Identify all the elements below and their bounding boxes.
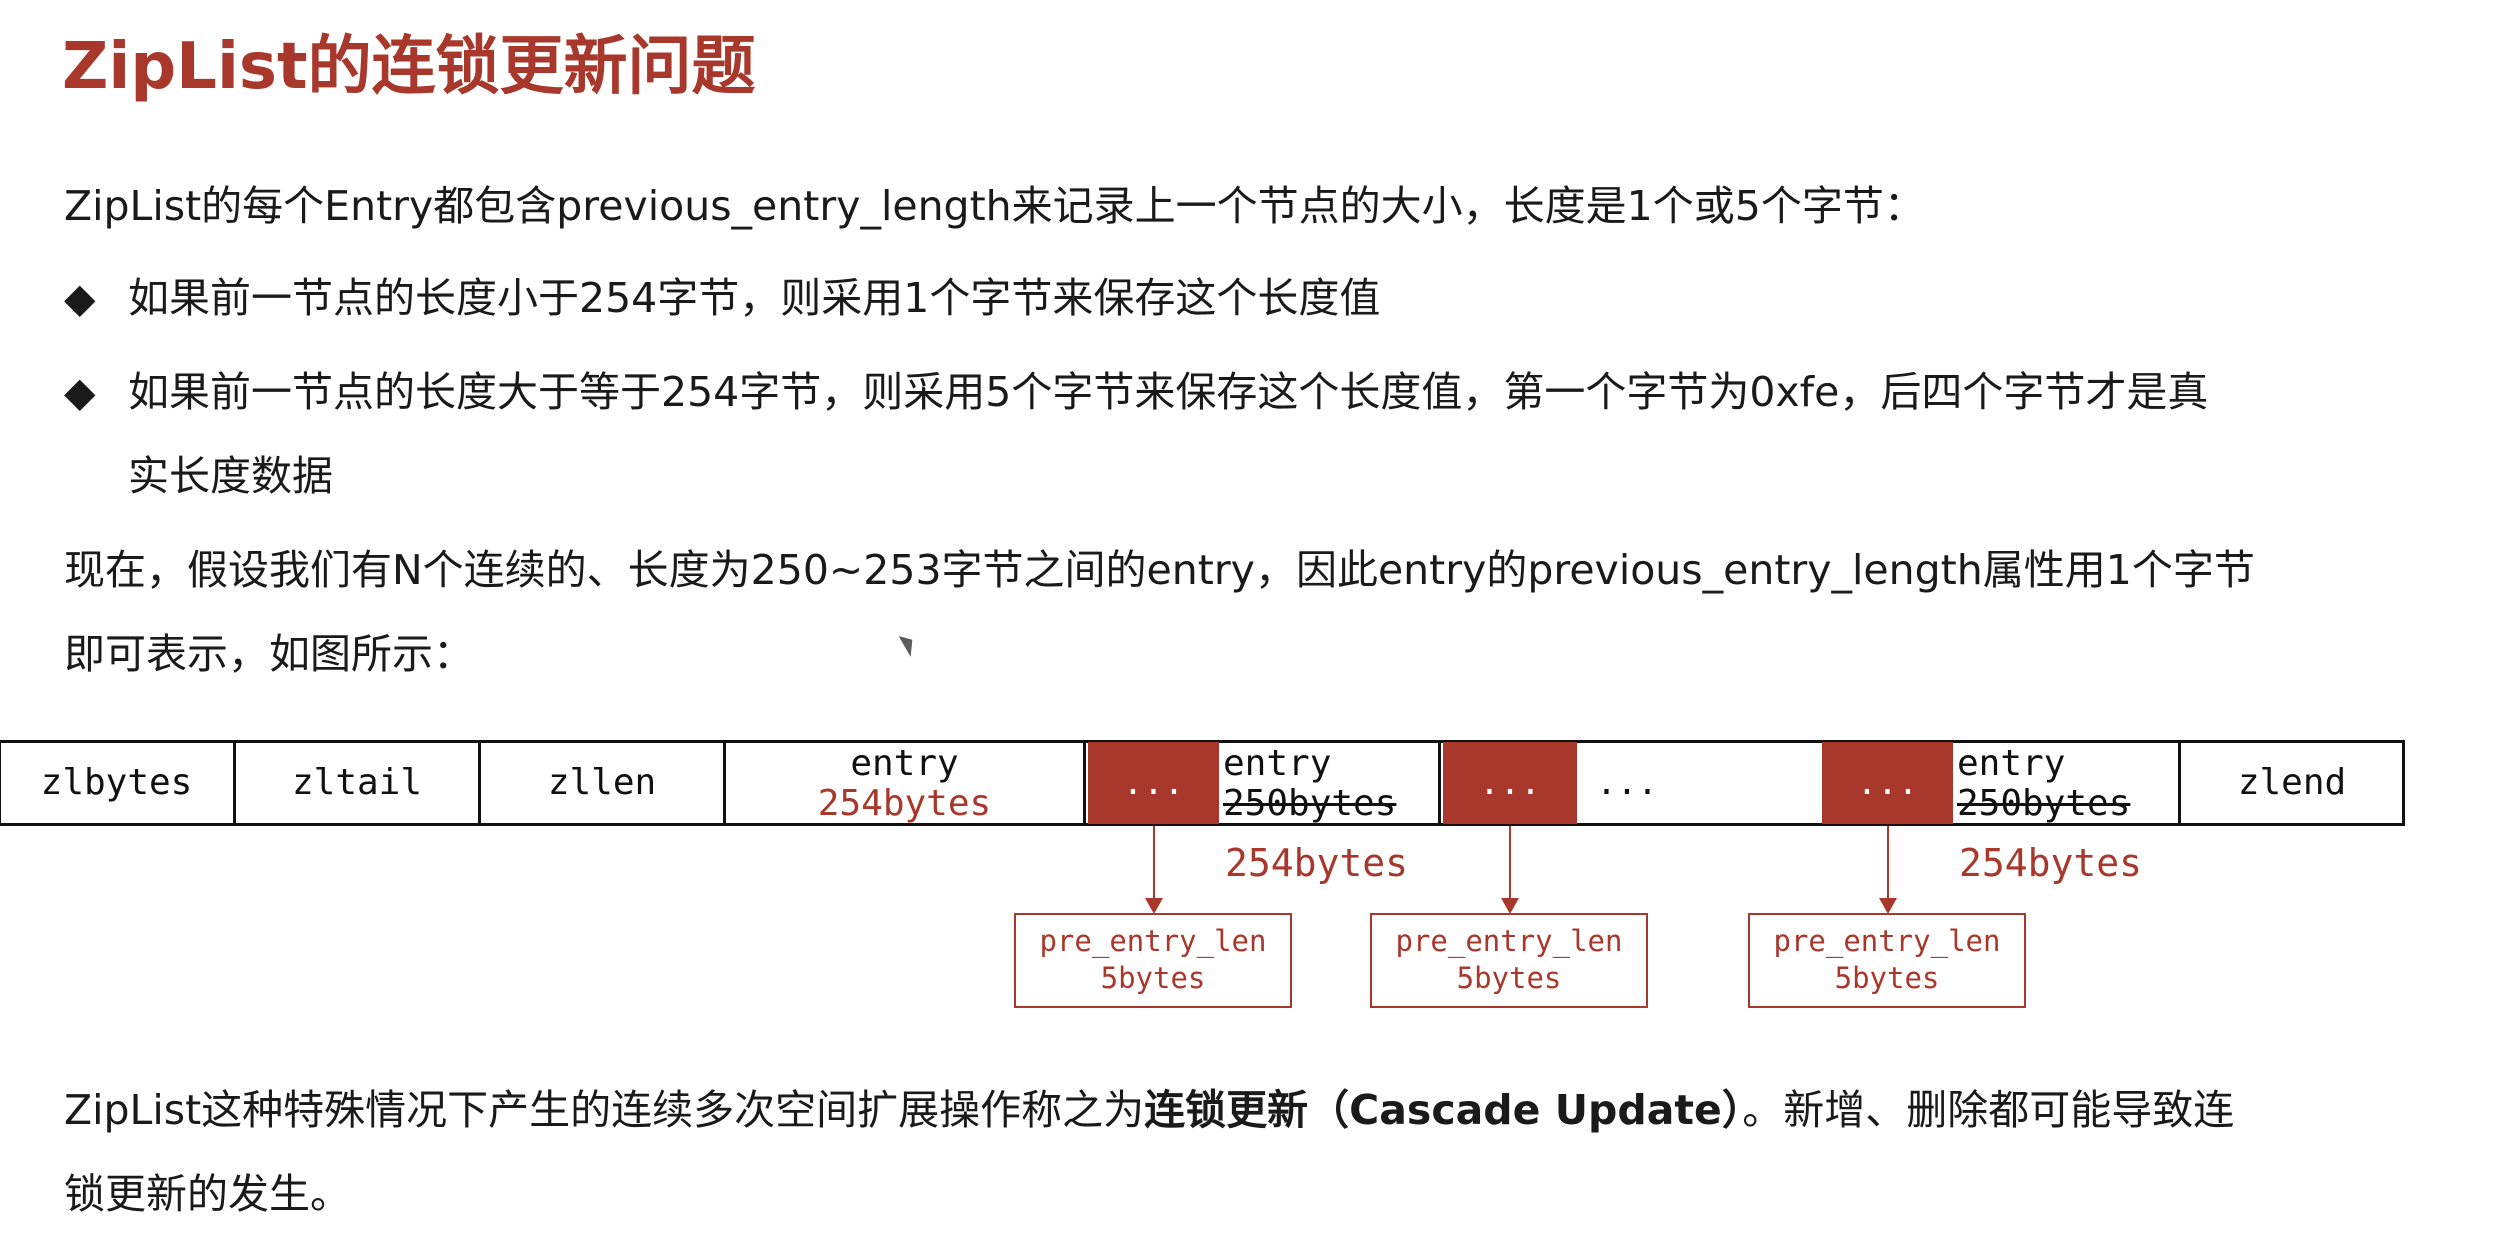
arrow-down-icon (1879, 898, 1897, 914)
ziplist-strip (0, 740, 2405, 826)
bullet-item-2: ◆ 如果前一节点的长度大于等于254字节，则采用5个字节来保存这个长度值，第一个字… (64, 350, 2208, 435)
pre-entry-len-box-1: pre_entry_len 5bytes (1014, 913, 1292, 1008)
zlbytes-cell: zlbytes (0, 740, 236, 826)
page-title: ZipList的连锁更新问题 (62, 30, 756, 104)
entry-label-1: entry (1223, 743, 1332, 784)
new-entry-size: 254bytes (817, 783, 992, 824)
bullet-text-2: 如果前一节点的长度大于等于254字节，则采用5个字节来保存这个长度值，第一个字节… (128, 368, 2209, 416)
prev-len-block-1: ... (1088, 742, 1219, 824)
ellipsis-text: ... (1596, 763, 1658, 803)
arrow-line-2 (1509, 826, 1511, 902)
arrow-line-1 (1153, 826, 1155, 902)
zllen-cell: zllen (481, 740, 726, 826)
conclusion-text-post: 。新增、删除都可能导致连 (1742, 1086, 2235, 1134)
diamond-bullet-icon: ◆ (64, 368, 96, 416)
arrow-down-icon (1501, 898, 1519, 914)
pre-entry-len-label: pre_entry_len (1773, 924, 2001, 958)
mouse-cursor-icon (898, 631, 920, 657)
pre-entry-len-label: pre_entry_len (1395, 924, 1623, 958)
new-entry-label: entry (850, 743, 959, 784)
cascade-update-term: 连锁更新（Cascade Update） (1144, 1086, 1743, 1134)
entry-new-size-3: 254bytes (1959, 841, 2143, 885)
arrow-down-icon (1145, 898, 1163, 914)
pre-entry-len-size: 5bytes (1100, 961, 1206, 995)
pre-entry-len-label: pre_entry_len (1039, 924, 1267, 958)
entry-new-size-1: 254bytes (1225, 841, 1409, 885)
prev-len-block-3: ... (1822, 742, 1953, 824)
scenario-text-line-2: 即可表示，如图所示： (64, 630, 474, 678)
scenario-text-line-1: 现在，假设我们有N个连续的、长度为250~253字节之间的entry，因此ent… (64, 546, 2255, 594)
zlend-cell: zlend (2237, 762, 2347, 803)
conclusion-text-line-2: 锁更新的发生。 (64, 1170, 351, 1218)
entry-cell-1: entry 250bytes (1219, 740, 1441, 826)
bullet-item-1: ◆ 如果前一节点的长度小于254字节，则采用1个字节来保存这个长度值 (64, 256, 1380, 341)
new-entry-cell: entry 254bytes (726, 740, 1086, 826)
bullet-text-2-continued: 实长度数据 (128, 452, 333, 500)
pre-entry-len-size: 5bytes (1456, 961, 1562, 995)
pre-entry-len-size: 5bytes (1834, 961, 1940, 995)
bullet-text-1: 如果前一节点的长度小于254字节，则采用1个字节来保存这个长度值 (128, 274, 1381, 322)
entry-cell-3: entry 250bytes (1953, 740, 2181, 826)
entry-old-size-1: 250bytes (1223, 783, 1397, 824)
pre-entry-len-box-2: pre_entry_len 5bytes (1370, 913, 1648, 1008)
pre-entry-len-box-3: pre_entry_len 5bytes (1748, 913, 2026, 1008)
arrow-line-3 (1887, 826, 1889, 902)
intro-text: ZipList的每个Entry都包含previous_entry_length来… (64, 182, 1925, 230)
conclusion-text-line-1: ZipList这种特殊情况下产生的连续多次空间扩展操作称之为连锁更新（Casca… (64, 1068, 2234, 1153)
prev-len-block-2: ... (1443, 742, 1577, 824)
diamond-bullet-icon: ◆ (64, 274, 96, 322)
entry-old-size-3: 250bytes (1957, 783, 2131, 824)
zltail-cell: zltail (236, 740, 481, 826)
conclusion-text-pre: ZipList这种特殊情况下产生的连续多次空间扩展操作称之为 (64, 1086, 1145, 1134)
entry-label-3: entry (1957, 743, 2066, 784)
